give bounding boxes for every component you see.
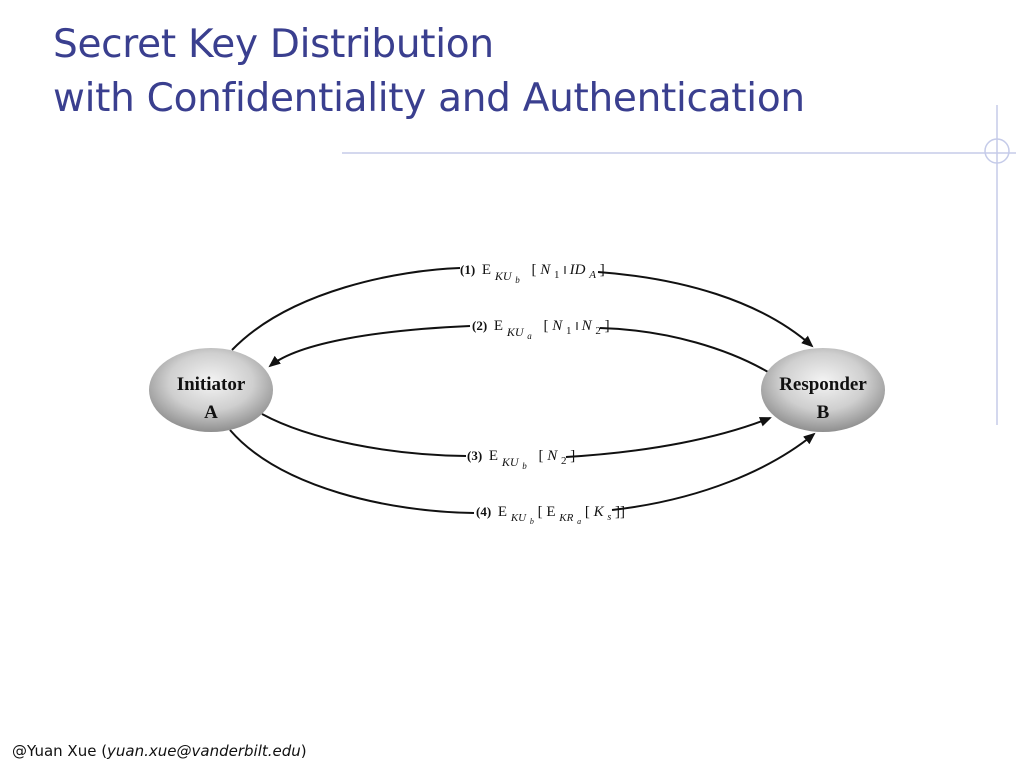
- message-3-label: (3) E KU b [ N 2 ]: [467, 448, 575, 473]
- slide-title: Secret Key Distribution with Confidentia…: [53, 18, 805, 126]
- footer-email: yuan.xue@vanderbilt.edu: [107, 742, 301, 760]
- responder-letter: B: [817, 402, 830, 423]
- message-4-label: (4) E KU b [ E KR a [ K s ]]: [476, 504, 625, 528]
- message-2-arrow: [268, 325, 471, 368]
- initiator-label: Initiator: [177, 374, 246, 395]
- responder-label: Responder: [779, 374, 867, 395]
- slide-title-line-1: Secret Key Distribution: [53, 22, 494, 67]
- message-1-arrow-tail: [231, 267, 461, 351]
- message-4-arrow: [611, 432, 816, 511]
- footer-close: ): [300, 742, 307, 760]
- decoration-circle: [984, 138, 1010, 164]
- initiator-letter: A: [204, 402, 218, 423]
- message-1-arrow: [597, 271, 814, 348]
- message-3-arrow: [565, 417, 772, 458]
- responder-ellipse: [761, 348, 885, 432]
- message-4-arrow-tail: [229, 429, 475, 514]
- message-2-arrow-tail: [599, 327, 769, 373]
- message-3-arrow-tail: [261, 413, 467, 457]
- message-2-label: (2) E KU a [ N 1 ‖ N 2 ]: [472, 318, 610, 343]
- footer-credit: @Yuan Xue (yuan.xue@vanderbilt.edu): [12, 742, 307, 760]
- footer-author: @Yuan Xue (: [12, 742, 108, 760]
- initiator-ellipse: [149, 348, 273, 432]
- message-1-label: (1) E KU b [ N 1 ‖ ID A ]: [460, 262, 605, 287]
- slide-title-line-2: with Confidentiality and Authentication: [53, 76, 805, 121]
- responder-node: Responder B: [761, 348, 885, 432]
- initiator-node: Initiator A: [149, 348, 273, 432]
